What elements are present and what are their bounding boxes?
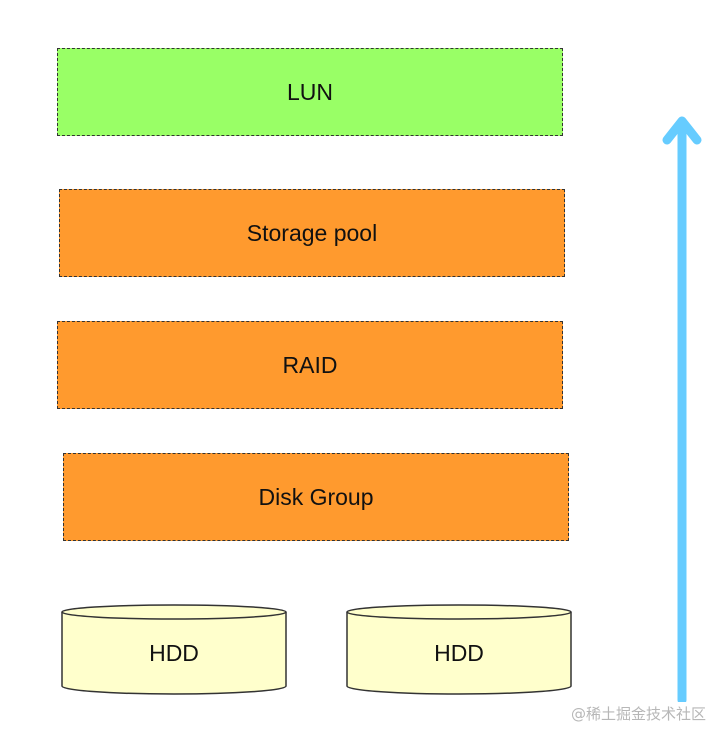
up-arrow-icon [662, 116, 702, 702]
raid-layer: RAID [57, 321, 563, 409]
hdd-disk-2: HDD [346, 604, 572, 696]
hdd-disk-1: HDD [61, 604, 287, 696]
storage-pool-layer: Storage pool [59, 189, 565, 277]
storage-pool-layer-label: Storage pool [246, 219, 378, 246]
disk-group-layer-label: Disk Group [258, 483, 374, 510]
lun-layer-label: LUN [286, 78, 333, 105]
raid-layer-label: RAID [282, 351, 338, 378]
hdd-label-2: HDD [434, 640, 484, 666]
hdd-cylinder-icon [346, 604, 572, 695]
lun-layer: LUN [57, 48, 563, 136]
disk-group-layer: Disk Group [63, 453, 569, 541]
watermark: @稀土掘金技术社区 [570, 705, 706, 723]
hdd-label-1: HDD [149, 640, 199, 666]
hdd-cylinder-icon [61, 604, 287, 695]
